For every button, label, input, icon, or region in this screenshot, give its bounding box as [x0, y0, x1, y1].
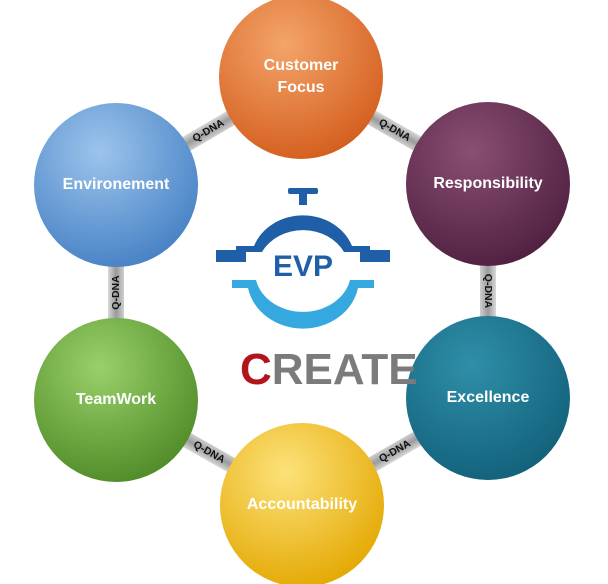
value-node-label: Excellence	[447, 389, 530, 406]
logo-lower-arc	[232, 280, 374, 329]
value-node-circle	[34, 103, 198, 267]
q-dna-link-label: Q-DNA	[482, 274, 494, 309]
value-node-label: Focus	[277, 79, 324, 96]
create-first-letter: C	[240, 345, 272, 394]
evp-logo: EVP CREATE	[216, 188, 418, 394]
value-node-excellence: Excellence	[406, 316, 570, 480]
value-node-circle	[219, 0, 383, 159]
create-rest-letters: REATE	[272, 345, 418, 394]
create-wordmark: CREATE	[240, 345, 418, 394]
logo-text: EVP	[273, 250, 333, 283]
value-node-circle	[220, 423, 384, 584]
logo-right-pipe	[360, 250, 390, 262]
logo-left-pipe	[216, 250, 246, 262]
value-node-teamwork: TeamWork	[34, 318, 198, 482]
value-node-label: TeamWork	[76, 391, 156, 408]
value-node-circle	[406, 102, 570, 266]
logo-valve-stem	[299, 193, 307, 205]
value-node-label: Accountability	[247, 496, 357, 513]
value-node-environement: Environement	[34, 103, 198, 267]
value-node-label: Responsibility	[433, 175, 542, 192]
value-node-responsibility: Responsibility	[406, 102, 570, 266]
nodes-layer: CustomerFocusResponsibilityExcellenceAcc…	[34, 0, 570, 584]
logo-valve-cap	[288, 188, 318, 194]
value-node-circle	[406, 316, 570, 480]
q-dna-link-label: Q-DNA	[110, 275, 122, 310]
value-node-circle	[34, 318, 198, 482]
value-node-accountability: Accountability	[220, 423, 384, 584]
value-node-label: Customer	[264, 57, 339, 74]
logo-upper-arc	[236, 215, 370, 252]
value-node-label: Environement	[63, 176, 170, 193]
